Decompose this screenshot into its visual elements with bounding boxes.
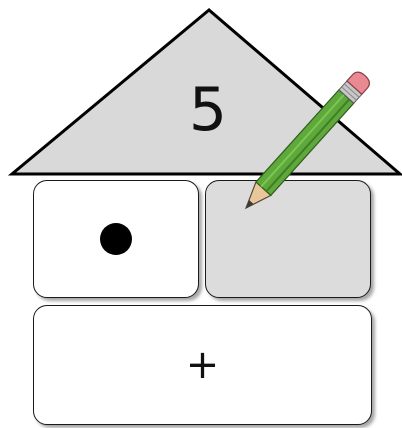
roof: 5	[0, 0, 402, 180]
roof-number: 5	[189, 75, 227, 145]
left-room[interactable]	[33, 180, 199, 298]
plus-sign: +	[186, 345, 220, 385]
counting-dot	[100, 223, 132, 255]
right-room[interactable]	[205, 180, 371, 298]
bottom-room[interactable]: +	[33, 305, 372, 425]
